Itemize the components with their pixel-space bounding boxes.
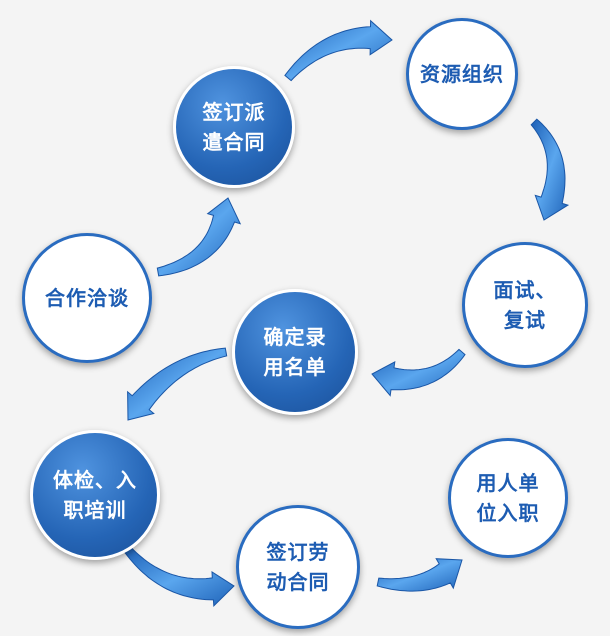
node-text: 复试 [504,308,546,332]
arrow-interview-to-confirm-list [371,348,466,397]
node-text: 用人单 [476,471,540,495]
node-resource-org: 资源组织 [406,18,518,130]
node-confirm-hire-list: 确定录 用名单 [232,289,358,415]
node-employer-onboard: 用人单 位入职 [448,438,568,558]
arrow-cooperation-to-sign-dispatch [156,197,242,277]
arrow-sign-dispatch-to-resource-org [284,19,393,82]
node-text: 资源组织 [420,62,504,86]
node-text: 位入职 [476,501,540,525]
node-text: 面试、 [493,278,557,302]
node-cooperation-talks: 合作洽谈 [22,233,152,363]
arrow-medical-exam-to-sign-labor [124,546,235,608]
node-medical-exam-training: 体检、入 职培训 [30,430,160,560]
arrow-confirm-list-to-medical-exam [127,347,228,421]
arrow-sign-labor-to-employer-onboard [376,558,463,592]
node-text: 用名单 [263,355,327,379]
node-interview: 面试、 复试 [462,242,588,368]
node-text: 动合同 [266,570,330,594]
arrow-resource-org-to-interview [530,118,570,221]
node-sign-labor-contract: 签订劳 动合同 [236,505,360,629]
node-sign-dispatch-contract: 签订派 遣合同 [173,66,295,188]
node-text: 职培训 [63,498,127,522]
node-text: 确定录 [263,325,327,349]
node-text: 合作洽谈 [45,286,129,310]
node-text: 签订派 [202,100,266,124]
node-text: 遣合同 [202,130,266,154]
node-text: 签订劳 [266,540,330,564]
node-text: 体检、入 [53,468,137,492]
